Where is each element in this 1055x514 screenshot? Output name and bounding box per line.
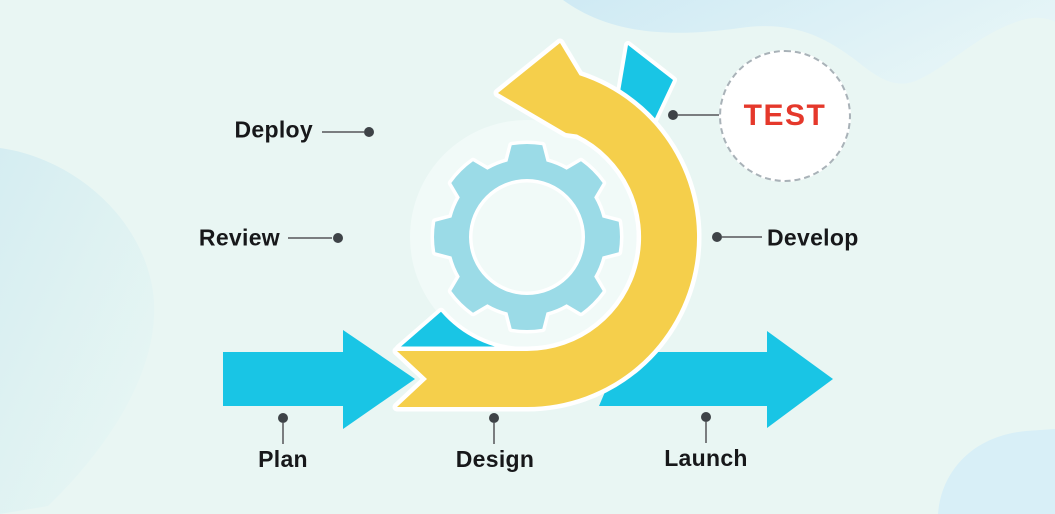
plan-arrow-icon (223, 330, 415, 429)
label-plan: Plan (258, 446, 308, 472)
label-deploy: Deploy (234, 116, 313, 143)
test-label: TEST (743, 99, 827, 132)
connector-line (678, 114, 720, 116)
connector-dot (278, 413, 288, 423)
connector-dot (668, 110, 678, 120)
connector-line (722, 236, 762, 238)
blob-bottom-right (938, 429, 1055, 514)
connector-dot (701, 412, 711, 422)
launch-arrow-icon (599, 331, 833, 428)
connector-line (288, 237, 332, 239)
label-launch: Launch (664, 445, 748, 471)
label-design: Design (455, 446, 535, 472)
label-develop: Develop (767, 224, 859, 251)
connector-line (282, 423, 284, 444)
cycle-arrow-yellow-icon (392, 38, 702, 412)
label-review: Review (198, 224, 280, 251)
gear-icon (430, 140, 624, 334)
connector-dot (364, 127, 374, 137)
blob-bottom-left (0, 148, 155, 514)
connector-dot (712, 232, 722, 242)
connector-line (322, 131, 364, 133)
connector-line (705, 422, 707, 443)
connector-line (493, 423, 495, 444)
connector-dot (489, 413, 499, 423)
connector-dot (333, 233, 343, 243)
blob-top-right (563, 0, 1055, 84)
test-circle-badge: TEST (719, 50, 851, 182)
